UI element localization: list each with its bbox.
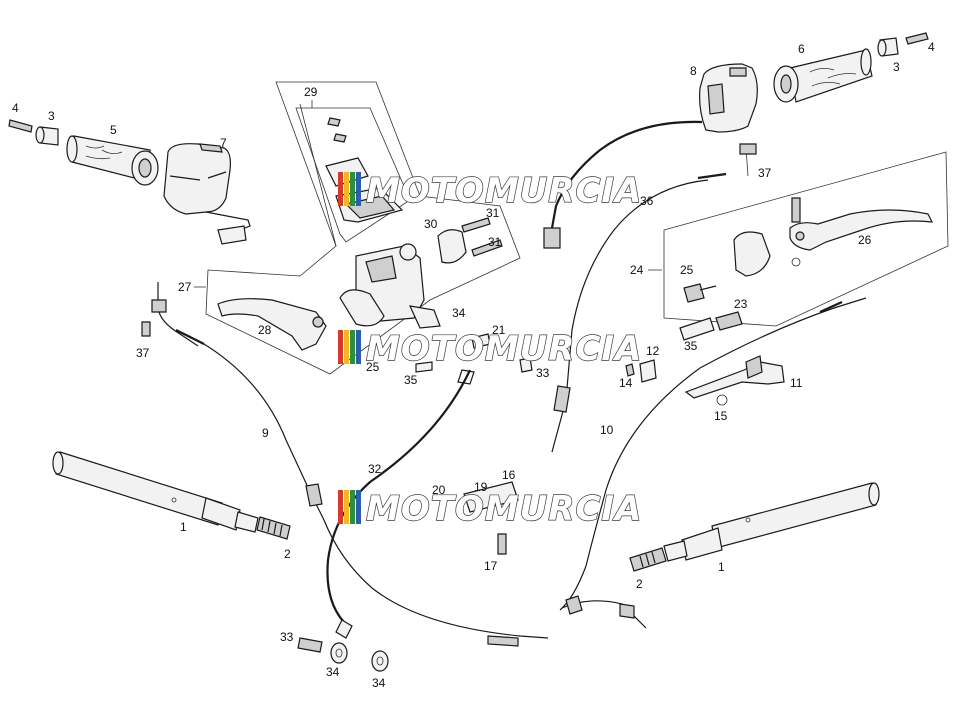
- label-4: 4: [12, 101, 19, 115]
- watermark-text: MOTOMURCIA: [366, 329, 642, 369]
- label-12: 12: [646, 344, 660, 358]
- label-4: 4: [928, 40, 935, 54]
- label-14: 14: [619, 376, 633, 390]
- label-37: 37: [758, 166, 772, 180]
- master-cylinder: [339, 243, 441, 329]
- label-25: 25: [680, 263, 694, 277]
- switch-23: [679, 311, 743, 341]
- label-26: 26: [858, 233, 872, 247]
- wm-stripe-yellow: [344, 330, 349, 364]
- label-17: 17: [484, 559, 498, 573]
- wm-stripe-blue: [356, 490, 361, 524]
- label-37: 37: [136, 346, 150, 360]
- label-9: 9: [262, 426, 269, 440]
- cable-10: [559, 297, 867, 629]
- wm-stripe-yellow: [344, 172, 349, 206]
- watermark-text: MOTOMURCIA: [366, 489, 642, 529]
- small-parts-12-14-15: [625, 359, 728, 406]
- watermark-bottom: MOTOMURCIA: [338, 488, 642, 530]
- label-35: 35: [684, 339, 698, 353]
- label-30: 30: [424, 217, 438, 231]
- label-1: 1: [718, 560, 725, 574]
- left-bolt-2: [256, 516, 291, 540]
- label-34: 34: [326, 665, 340, 679]
- center-small-parts: [415, 333, 533, 555]
- label-35: 35: [404, 373, 418, 387]
- leader-lines: [194, 100, 662, 288]
- wm-stripe-blue: [356, 330, 361, 364]
- label-2: 2: [284, 547, 291, 561]
- label-10: 10: [600, 423, 614, 437]
- wm-stripe-green: [350, 330, 355, 364]
- bracket-11: [684, 355, 785, 399]
- label-31: 31: [486, 206, 500, 220]
- watermark-text: MOTOMURCIA: [366, 171, 642, 211]
- switch-25: [683, 283, 717, 303]
- label-7: 7: [220, 136, 227, 150]
- screws-31: [461, 217, 503, 257]
- label-8: 8: [690, 64, 697, 78]
- label-33: 33: [280, 630, 294, 644]
- label-32: 32: [368, 462, 382, 476]
- master-cylinder-kit-box: [205, 81, 521, 375]
- bottom-bolt-33: [297, 637, 323, 653]
- right-weight-3: [877, 37, 899, 57]
- watermark-top: MOTOMURCIA: [338, 170, 642, 212]
- cable-36: [551, 143, 757, 453]
- left-grip-5: [66, 135, 159, 186]
- label-6: 6: [798, 42, 805, 56]
- label-20: 20: [432, 483, 446, 497]
- label-34: 34: [452, 306, 466, 320]
- label-36: 36: [640, 194, 654, 208]
- right-screw-4: [905, 32, 929, 45]
- label-3: 3: [48, 109, 55, 123]
- left-lever-28: [217, 298, 327, 351]
- bottom-washers-34: [330, 642, 389, 672]
- label-2: 2: [636, 577, 643, 591]
- wm-stripe-red: [338, 172, 343, 206]
- right-lever-kit-box: [663, 151, 949, 327]
- lever-bracket: [733, 231, 771, 277]
- right-switch-housing-8: [699, 63, 758, 133]
- part-labels: 4 3 5 7 29 8 6 3 4 37 36 31 30 31 26 27 …: [12, 40, 935, 690]
- left-screw-4: [8, 119, 33, 133]
- label-29: 29: [304, 85, 318, 99]
- wm-stripe-green: [350, 172, 355, 206]
- label-11: 11: [790, 376, 803, 390]
- label-5: 5: [110, 123, 117, 137]
- wm-stripe-red: [338, 490, 343, 524]
- label-31: 31: [488, 235, 502, 249]
- label-24: 24: [630, 263, 644, 277]
- right-grip-6: [773, 48, 873, 103]
- left-brake-hose-9: [141, 282, 549, 647]
- wm-stripe-yellow: [344, 490, 349, 524]
- right-handlebar-tube: [663, 482, 880, 562]
- label-33: 33: [536, 366, 550, 380]
- clamp-30: [437, 229, 467, 264]
- label-27: 27: [178, 280, 192, 294]
- right-bolt-2: [629, 547, 667, 572]
- left-handlebar-tube: [52, 451, 259, 533]
- wm-stripe-red: [338, 330, 343, 364]
- label-23: 23: [734, 297, 748, 311]
- wm-stripe-blue: [356, 172, 361, 206]
- label-1: 1: [180, 520, 187, 534]
- label-34: 34: [372, 676, 386, 690]
- label-25: 25: [366, 360, 380, 374]
- label-28: 28: [258, 323, 272, 337]
- right-switch-wiring: [543, 120, 703, 249]
- right-lever-26: [789, 197, 934, 267]
- watermark-middle: MOTOMURCIA: [338, 328, 642, 370]
- label-19: 19: [474, 480, 488, 494]
- left-switch-housing-7: [163, 143, 251, 245]
- wm-stripe-green: [350, 490, 355, 524]
- label-16: 16: [502, 468, 516, 482]
- label-21: 21: [492, 323, 506, 337]
- label-3: 3: [893, 60, 900, 74]
- label-15: 15: [714, 409, 728, 423]
- left-weight-3: [35, 126, 59, 146]
